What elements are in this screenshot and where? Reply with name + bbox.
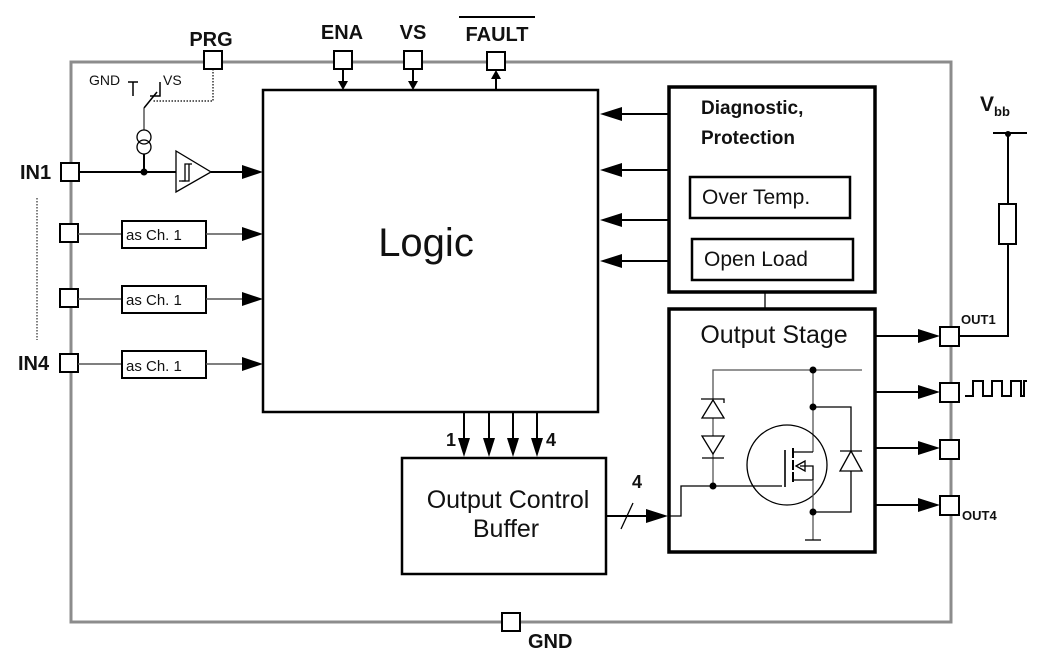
supply-label-vbb: Vbb [980,93,1010,119]
output-control-buffer-block [400,456,608,576]
pin-label-fault: FAULT [466,24,529,46]
output-lines [875,329,940,512]
in1-arrow [242,165,263,179]
diode-icon [700,435,726,456]
pin-label-out1: OUT1 [961,312,996,327]
diagnostic-label-line2: Protection [701,128,795,149]
bus-arrow-3 [507,438,519,457]
channel-copy-label-3: as Ch. 1 [126,292,182,309]
pin-label-in1: IN1 [20,162,51,184]
junction-dot-source [809,508,817,516]
output-control-label-line1: Output Control [427,486,590,514]
out1-arrow [918,329,940,343]
out3-arrow [918,441,940,455]
junction-dot-drain [809,403,817,411]
ena-arrow [338,81,348,90]
schmitt-trigger-icon [175,149,213,194]
diagnostic-label-line1: Diagnostic, [701,98,803,119]
diagnostic-signals [600,107,669,268]
pin-out4[interactable] [939,495,960,516]
supply-label-v: V [980,93,994,116]
pin-out2[interactable] [939,382,960,403]
channel-bus [458,412,543,457]
pin-label-vs: VS [400,22,427,44]
freewheel-diode-icon [838,449,864,472]
channel-copy-box-2 [121,220,207,249]
pin-prg[interactable] [203,50,223,70]
diag-signal-arrow-2 [600,163,622,177]
switch-blade [143,91,158,109]
pin-out1[interactable] [939,326,960,347]
switch-label-vs: VS [163,72,182,88]
switch-label-gnd: GND [89,72,120,88]
fault-arrow [491,70,501,79]
schmitt-hysteresis-glyph-2 [182,164,190,182]
zener-diode-icon [700,398,726,419]
in2-arrow [242,227,263,241]
pin-ena[interactable] [333,50,353,70]
buffer-to-output-arrow [646,509,668,523]
output-control-label-line2: Buffer [473,515,539,543]
logic-label: Logic [378,221,474,265]
over-temp-label: Over Temp. [702,186,810,209]
output-stage-circuit [668,369,864,541]
in3-arrow [242,292,263,306]
mosfet-body-arrow [794,459,806,473]
diag-signal-arrow-4 [600,254,622,268]
bus-label-first: 1 [446,430,456,450]
zener-diode-bar [701,398,725,403]
bus-arrow-4 [531,438,543,457]
diag-signal-arrow-1 [600,107,622,121]
mosfet-body-link [800,465,814,480]
bus-arrow-1 [458,438,470,457]
junction-dot-gate [709,482,717,490]
bus-arrow-2 [483,438,495,457]
pin-in3[interactable] [59,288,79,308]
logic-block [261,88,600,414]
in4-arrow [242,357,263,371]
current-source-icon-lower [136,139,152,155]
junction-dot-rail [809,366,817,374]
pin-label-in4: IN4 [18,353,50,375]
pin-fault[interactable] [486,51,506,71]
bus-label-last: 4 [546,430,556,450]
pin-vs[interactable] [403,50,423,70]
diag-signal-arrow-3 [600,213,622,227]
vs-arrow [408,81,418,90]
out2-arrow [918,385,940,399]
bus-width-label: 4 [632,472,642,492]
pin-in4[interactable] [59,353,79,373]
pin-in1[interactable] [60,162,80,182]
pin-label-prg: PRG [189,29,232,51]
open-load-label: Open Load [704,248,808,271]
over-temp-box [688,175,852,220]
pin-gnd[interactable] [501,612,521,632]
output-stage-label: Output Stage [700,321,847,349]
supply-label-sub: bb [994,104,1010,119]
pin-label-out4: OUT4 [962,508,997,523]
pin-out3[interactable] [939,439,960,460]
out4-arrow [918,498,940,512]
mosfet-icon [746,424,828,506]
load-resistor-icon [998,203,1017,245]
channel-copy-label-2: as Ch. 1 [126,227,182,244]
load-to-out1-wire [959,244,1009,337]
pin-in2[interactable] [59,223,79,243]
gate-drive-wire [668,485,782,517]
current-source-icon [136,129,152,145]
pwm-waveform-icon [965,380,1027,397]
pin-label-gnd: GND [528,631,572,653]
bus-width-slash [620,502,634,530]
open-load-box [690,237,855,282]
channel-copy-box-3 [121,285,207,314]
prg-control-line [152,69,214,102]
top-rail-wire [712,369,862,486]
pin-label-ena: ENA [321,22,363,44]
channel-copy-label-4: as Ch. 1 [126,358,182,375]
